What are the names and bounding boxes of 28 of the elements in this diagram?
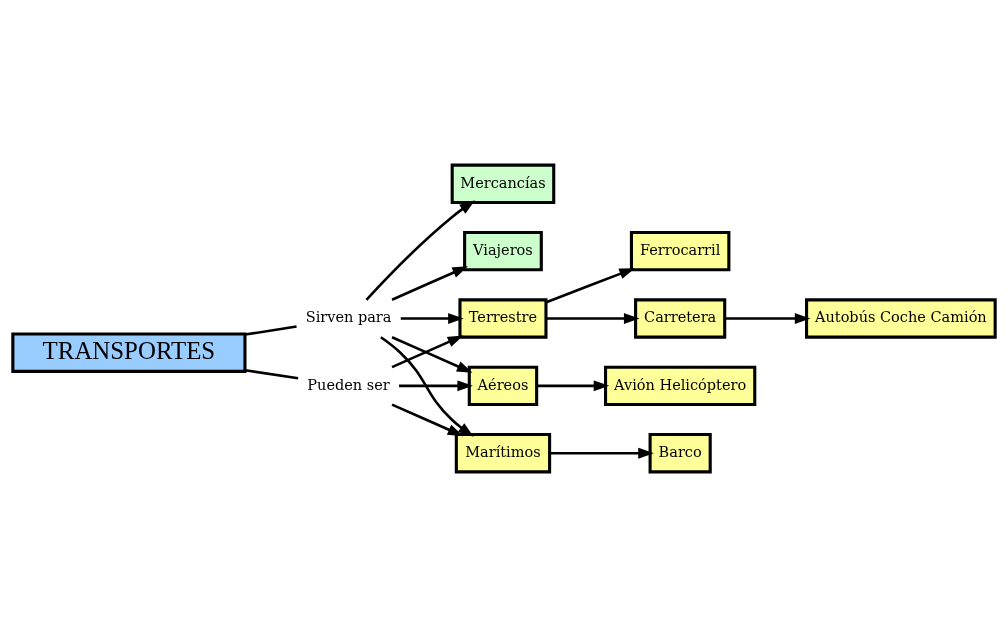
node-box: Viajeros xyxy=(463,230,543,271)
arrow xyxy=(536,379,610,391)
arrow xyxy=(546,312,640,324)
arrow xyxy=(391,335,473,373)
arrow xyxy=(724,312,811,324)
connector xyxy=(244,324,297,336)
node-box: Autobús Coche Camión xyxy=(805,297,997,339)
arrow xyxy=(365,199,476,301)
node-text: Pueden ser xyxy=(307,376,390,393)
node-box: Ferrocarril xyxy=(629,230,731,271)
arrow xyxy=(380,335,474,437)
node-box: Barco xyxy=(648,432,712,473)
node-text: Sirven para xyxy=(305,308,392,325)
connector xyxy=(244,368,299,380)
arrow xyxy=(545,267,635,303)
arrow xyxy=(400,312,464,324)
node-box: Carretera xyxy=(634,297,727,339)
node-box: Marítimos xyxy=(454,432,552,473)
node-box: Terrestre xyxy=(458,297,548,339)
node-box: Mercancías xyxy=(450,163,556,204)
node-box: TRANSPORTES xyxy=(11,332,247,373)
node-box: Aéreos xyxy=(467,365,539,406)
arrow xyxy=(391,265,468,301)
node-box: Avión Helicóptero xyxy=(604,365,757,406)
arrow xyxy=(399,379,473,391)
arrow xyxy=(550,447,654,459)
arrow xyxy=(391,335,464,368)
arrow xyxy=(391,402,464,436)
